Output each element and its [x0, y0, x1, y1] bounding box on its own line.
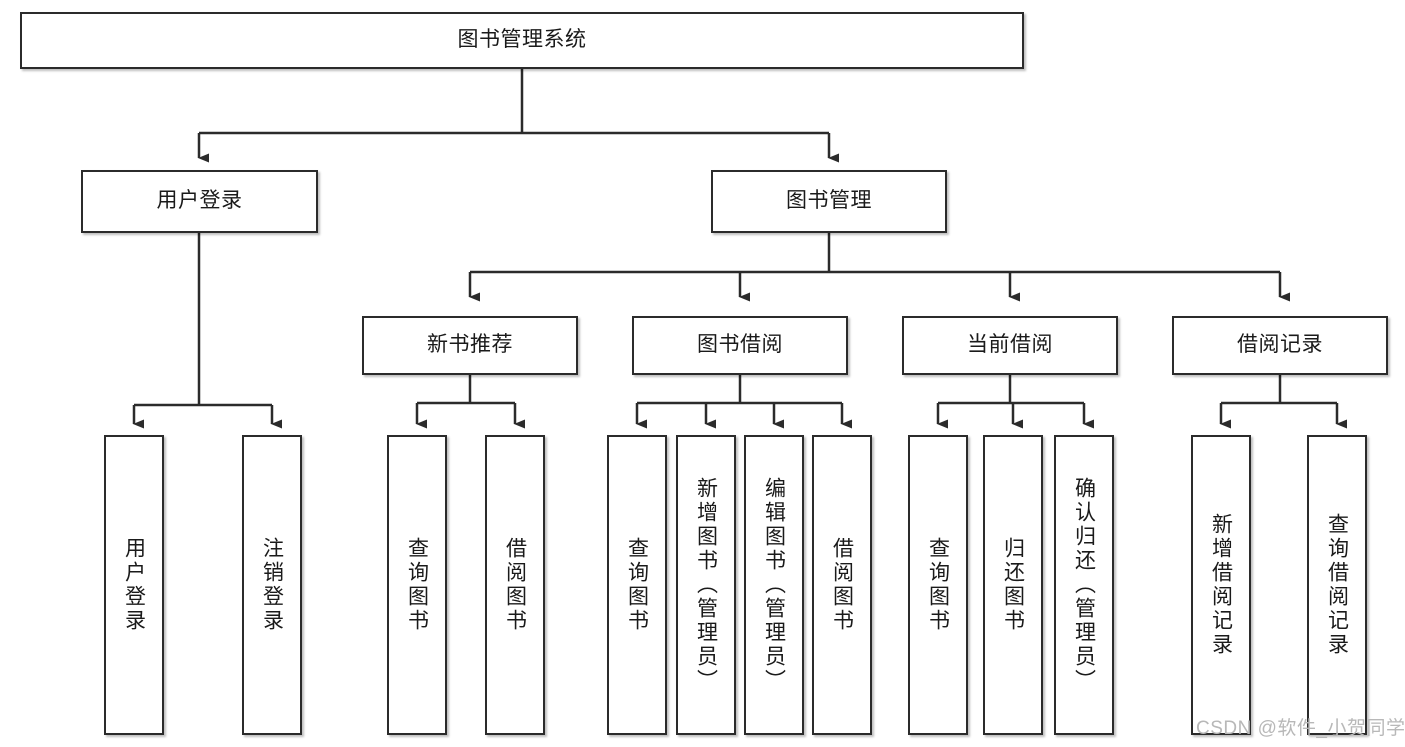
- edges-borrow-record-to-leaves: [1219, 375, 1347, 429]
- node-leaf-add-record-label: 新增借阅记录: [1209, 513, 1233, 657]
- node-leaf-borrow-book-2-label: 借阅图书: [830, 537, 854, 633]
- node-root[interactable]: 图书管理系统: [20, 12, 1024, 69]
- edges-current-borrow-to-leaves: [936, 375, 1094, 429]
- node-leaf-edit-book[interactable]: 编辑图书（管理员）: [744, 435, 804, 735]
- node-leaf-logout[interactable]: 注销登录: [242, 435, 302, 735]
- node-leaf-return-book[interactable]: 归还图书: [983, 435, 1043, 735]
- node-leaf-borrow-book-2[interactable]: 借阅图书: [812, 435, 872, 735]
- node-leaf-query-book-1[interactable]: 查询图书: [387, 435, 447, 735]
- node-new-book-rec-label: 新书推荐: [427, 333, 513, 357]
- node-borrow-record-label: 借阅记录: [1237, 333, 1323, 357]
- node-leaf-query-book-2-label: 查询图书: [625, 537, 649, 633]
- node-leaf-borrow-book-1[interactable]: 借阅图书: [485, 435, 545, 735]
- node-book-manage[interactable]: 图书管理: [711, 170, 947, 233]
- csdn-watermark: CSDN @软件_小贺同学: [1196, 718, 1405, 739]
- node-leaf-user-login[interactable]: 用户登录: [104, 435, 164, 735]
- node-root-label: 图书管理系统: [457, 28, 587, 52]
- node-leaf-query-book-1-label: 查询图书: [405, 537, 429, 633]
- node-leaf-query-record[interactable]: 查询借阅记录: [1307, 435, 1367, 735]
- node-current-borrow[interactable]: 当前借阅: [902, 316, 1118, 375]
- node-leaf-add-book-label: 新增图书（管理员）: [694, 477, 718, 693]
- edges-book-borrow-to-leaves: [635, 375, 852, 429]
- node-leaf-confirm-return[interactable]: 确认归还（管理员）: [1054, 435, 1114, 735]
- node-leaf-logout-label: 注销登录: [260, 537, 284, 633]
- node-leaf-query-book-3-label: 查询图书: [926, 537, 950, 633]
- node-book-borrow-label: 图书借阅: [697, 333, 783, 357]
- node-leaf-query-book-2[interactable]: 查询图书: [607, 435, 667, 735]
- node-leaf-query-record-label: 查询借阅记录: [1325, 513, 1349, 657]
- node-book-borrow[interactable]: 图书借阅: [632, 316, 848, 375]
- edges-book-manage-to-level3: [468, 233, 1290, 302]
- node-user-login[interactable]: 用户登录: [81, 170, 318, 233]
- node-leaf-add-record[interactable]: 新增借阅记录: [1191, 435, 1251, 735]
- edges-root-to-level2: [197, 69, 839, 163]
- node-leaf-query-book-3[interactable]: 查询图书: [908, 435, 968, 735]
- edges-user-login-to-leaves: [132, 233, 282, 429]
- node-leaf-edit-book-label: 编辑图书（管理员）: [762, 477, 786, 693]
- node-leaf-add-book[interactable]: 新增图书（管理员）: [676, 435, 736, 735]
- node-current-borrow-label: 当前借阅: [967, 333, 1053, 357]
- edges-new-book-rec-to-leaves: [415, 375, 525, 429]
- node-leaf-return-book-label: 归还图书: [1001, 537, 1025, 633]
- node-leaf-user-login-label: 用户登录: [122, 537, 146, 633]
- node-book-manage-label: 图书管理: [786, 189, 872, 213]
- node-new-book-rec[interactable]: 新书推荐: [362, 316, 578, 375]
- node-user-login-label: 用户登录: [156, 189, 243, 213]
- node-borrow-record[interactable]: 借阅记录: [1172, 316, 1388, 375]
- node-leaf-borrow-book-1-label: 借阅图书: [503, 537, 527, 633]
- node-leaf-confirm-return-label: 确认归还（管理员）: [1072, 477, 1096, 693]
